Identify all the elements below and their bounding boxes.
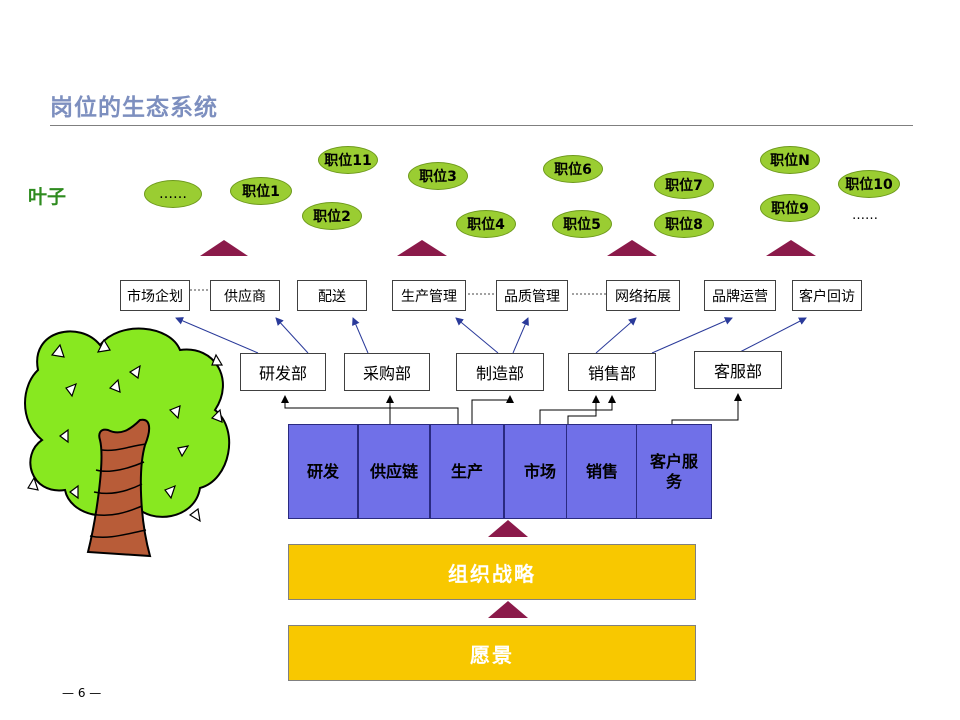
subfunction-box: 网络拓展	[606, 280, 680, 311]
leaf-label: 叶子	[28, 186, 67, 208]
subfunction-box: 生产管理	[392, 280, 466, 311]
function-block: 供应链	[358, 424, 430, 519]
position-leaf: 职位N	[760, 146, 820, 174]
title-divider	[50, 125, 913, 126]
department-box: 销售部	[568, 353, 656, 391]
function-block: 研发	[288, 424, 358, 519]
tree-illustration	[24, 327, 231, 558]
position-leaf: 职位5	[552, 210, 612, 238]
position-leaf: 职位3	[408, 162, 468, 190]
position-leaf-ellipsis: ……	[144, 180, 202, 208]
triangle-marker	[607, 240, 657, 256]
subfunction-box: 市场企划	[120, 280, 190, 311]
department-box: 客服部	[694, 351, 782, 389]
triangle-markers	[200, 240, 816, 618]
triangle-marker	[397, 240, 447, 256]
position-leaf: 职位4	[456, 210, 516, 238]
subfunction-box: 供应商	[210, 280, 280, 311]
triangle-marker	[488, 520, 528, 537]
function-block: 销售	[566, 424, 638, 519]
position-leaf: 职位10	[838, 170, 900, 198]
function-block: 客户服务	[636, 424, 712, 519]
subfunction-box: 客户回访	[792, 280, 862, 311]
function-block: 生产	[430, 424, 504, 519]
position-leaf: 职位9	[760, 194, 820, 222]
function-block: 市场	[504, 424, 576, 519]
department-box: 制造部	[456, 353, 544, 391]
page-title: 岗位的生态系统	[50, 95, 218, 121]
position-leaf: 职位8	[654, 210, 714, 238]
subfunction-box: 品牌运营	[704, 280, 776, 311]
position-leaf: 职位7	[654, 171, 714, 199]
position-leaf: 职位1	[230, 177, 292, 205]
position-leaf: 职位11	[318, 146, 378, 174]
position-leaf: 职位2	[302, 202, 362, 230]
page-number: — 6 —	[62, 686, 102, 700]
triangle-marker	[766, 240, 816, 256]
strategy-bar: 组织战略	[288, 544, 696, 600]
subfunction-box: 配送	[297, 280, 367, 311]
subfunction-box: 品质管理	[496, 280, 568, 311]
vision-bar: 愿景	[288, 625, 696, 681]
triangle-marker	[488, 601, 528, 618]
more-positions-ellipsis: ……	[852, 208, 878, 223]
triangle-marker	[200, 240, 248, 256]
department-box: 研发部	[240, 353, 326, 391]
position-leaf: 职位6	[543, 155, 603, 183]
department-box: 采购部	[344, 353, 430, 391]
